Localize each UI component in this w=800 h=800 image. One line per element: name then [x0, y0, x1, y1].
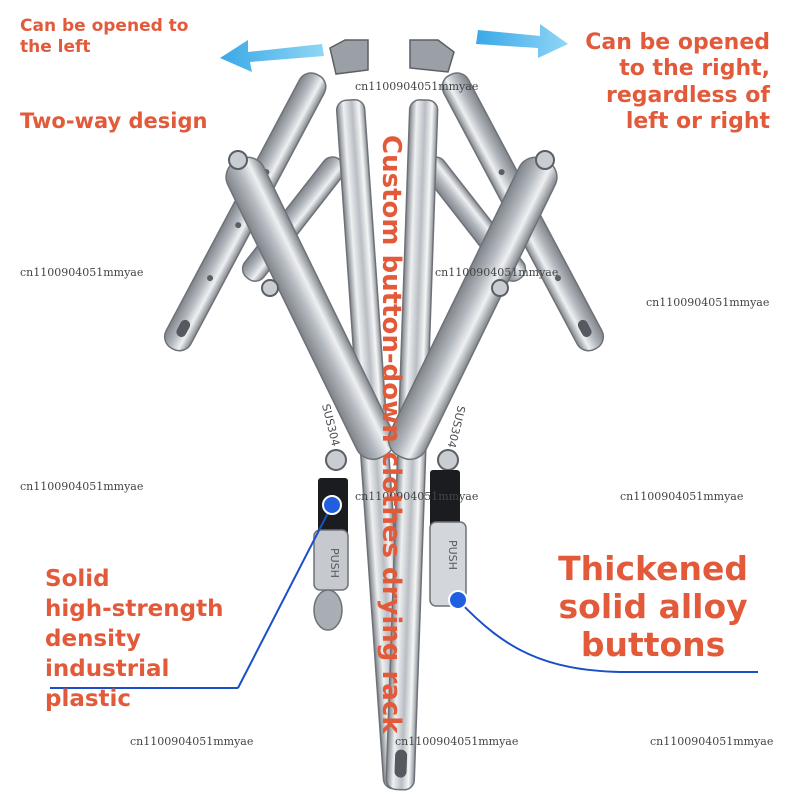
vertical-title: Custom button-down clothes drying rack	[376, 135, 406, 734]
right-arrow-icon	[476, 24, 568, 58]
right-open-label: Can be opened to the right, regardless o…	[585, 30, 770, 135]
plastic-label: Solid high-strength density industrial p…	[45, 566, 224, 712]
watermark-text: cn1100904051mmyae	[646, 296, 770, 309]
right-hinge: PUSH SUS304	[385, 39, 605, 791]
watermark-text: cn1100904051mmyae	[435, 266, 559, 279]
watermark-text: cn1100904051mmyae	[650, 735, 774, 748]
right-arm-stamp: SUS304	[445, 404, 468, 449]
left-arrow-icon	[220, 40, 324, 72]
left-open-label: Can be opened to the left	[20, 16, 189, 58]
watermark-text: cn1100904051mmyae	[20, 266, 144, 279]
alloy-callout	[448, 590, 758, 673]
two-way-label: Two-way design	[20, 109, 208, 133]
alloy-label: Thickened solid alloy buttons	[558, 549, 748, 664]
watermark-text: cn1100904051mmyae	[355, 80, 479, 93]
watermark-text: cn1100904051mmyae	[395, 735, 519, 748]
watermark-text: cn1100904051mmyae	[355, 490, 479, 503]
plastic-callout	[50, 495, 342, 689]
left-hinge: PUSH SUS304	[163, 39, 413, 790]
watermark-text: cn1100904051mmyae	[20, 480, 144, 493]
watermark-text: cn1100904051mmyae	[620, 490, 744, 503]
right-button-stamp: PUSH	[446, 540, 459, 570]
watermark-text: cn1100904051mmyae	[130, 735, 254, 748]
left-button-stamp: PUSH	[328, 548, 341, 578]
